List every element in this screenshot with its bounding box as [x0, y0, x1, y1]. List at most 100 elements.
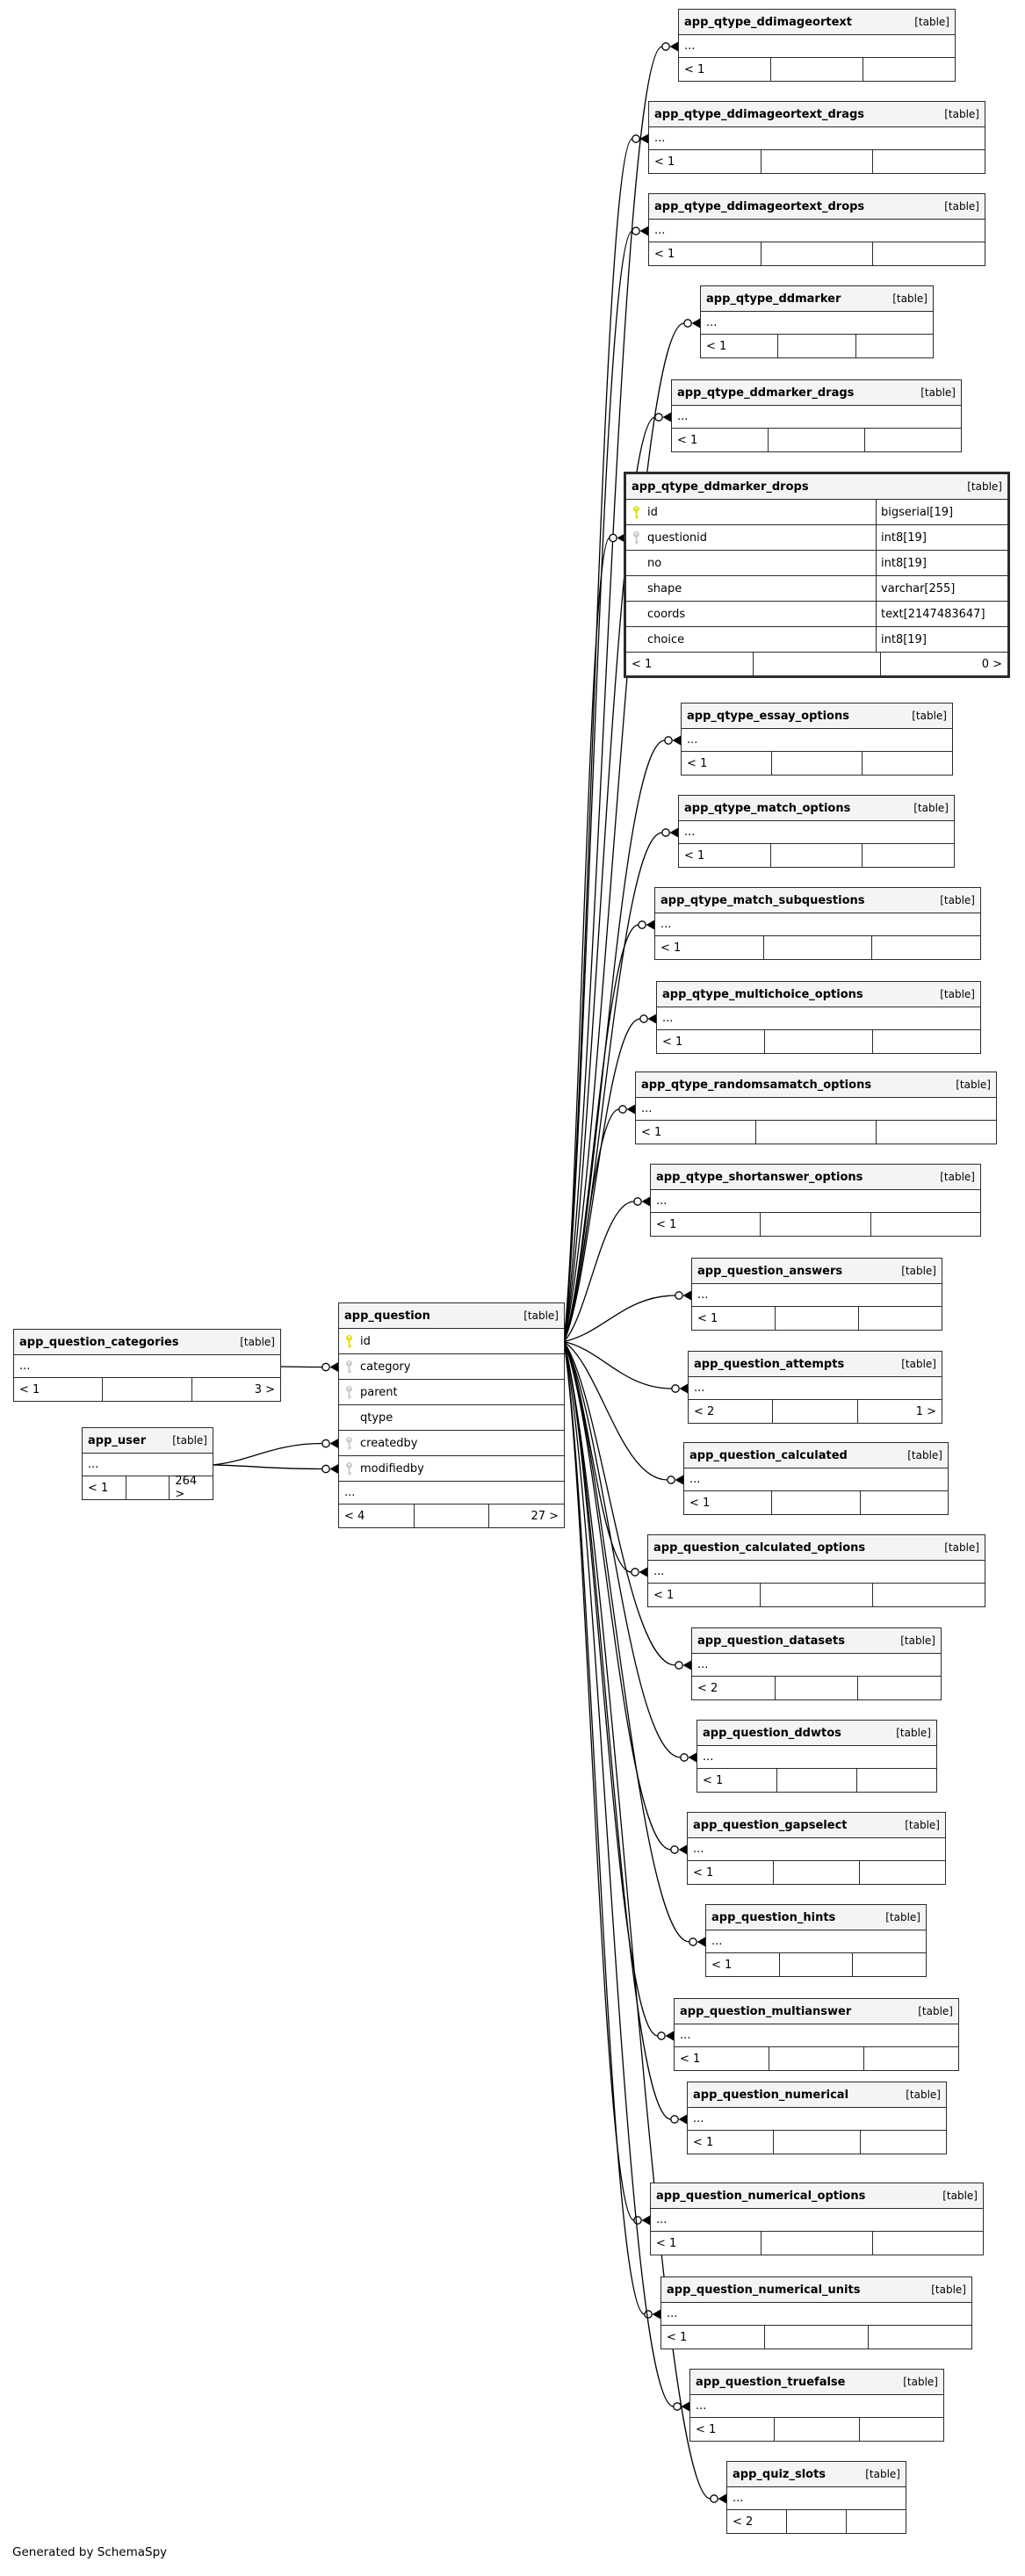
table-app_question_calculated_options[interactable]: app_question_calculated_options[table] .…: [647, 1534, 985, 1607]
table-name[interactable]: app_qtype_ddmarker_drops: [632, 480, 809, 494]
footer-middle-cell: [773, 2131, 859, 2154]
table-name[interactable]: app_user: [88, 1433, 147, 1447]
table-app_qtype_ddimageortext[interactable]: app_qtype_ddimageortext[table] ... < 1: [678, 9, 956, 82]
table-tag: [table]: [967, 480, 1002, 493]
table-name[interactable]: app_qtype_ddimageortext: [684, 15, 852, 29]
footer-parents-count: < 1: [687, 756, 708, 770]
table-app_qtype_match_subquestions[interactable]: app_qtype_match_subquestions[table] ... …: [654, 887, 981, 960]
table-app_question_calculated[interactable]: app_question_calculated[table] ... < 1: [683, 1442, 949, 1515]
table-app_question_datasets[interactable]: app_question_datasets[table] ... < 2: [691, 1627, 942, 1700]
table-name[interactable]: app_question_hints: [711, 1910, 836, 1924]
table-name[interactable]: app_qtype_ddmarker_drags: [677, 386, 855, 400]
footer-children-count: 1 >: [856, 1400, 942, 1423]
table-app_question_multianswer[interactable]: app_question_multianswer [table] ... < 1: [674, 1998, 959, 2071]
footer-parents-count: < 1: [680, 2052, 701, 2066]
table-name[interactable]: app_question_calculated: [689, 1448, 848, 1462]
table-app_question_answers[interactable]: app_question_answers[table] ... < 1: [691, 1258, 942, 1331]
table-name[interactable]: app_qtype_ddimageortext_drags: [654, 107, 865, 121]
table-name[interactable]: app_qtype_essay_options: [687, 709, 849, 723]
table-header: app_qtype_ddimageortext [table]: [679, 10, 955, 35]
column-row-createdby: createdby: [339, 1431, 564, 1456]
table-name[interactable]: app_question_numerical_options: [656, 2189, 866, 2203]
table-app_qtype_essay_options[interactable]: app_qtype_essay_options[table] ... < 1: [681, 703, 953, 776]
table-tag: [table]: [918, 2005, 953, 2017]
table-app_question[interactable]: app_question[table] id category parent q…: [338, 1302, 565, 1528]
table-tag: [table]: [912, 710, 947, 722]
table-app_qtype_randomsamatch_options[interactable]: app_qtype_randomsamatch_options[table] .…: [635, 1072, 997, 1144]
table-app_question_gapselect[interactable]: app_question_gapselect[table] ... < 1: [687, 1812, 946, 1885]
table-ellipsis-row: ...: [339, 1482, 564, 1504]
column-name: coords: [647, 607, 686, 621]
table-name[interactable]: app_question_attempts: [694, 1357, 845, 1371]
footer-children-count: [859, 2131, 946, 2154]
table-name[interactable]: app_qtype_ddmarker: [706, 292, 841, 306]
table-tag: [table]: [914, 16, 949, 28]
table-app_question_truefalse[interactable]: app_question_truefalse[table] ... < 1: [689, 2369, 944, 2442]
column-name: id: [647, 505, 658, 519]
table-tag: [table]: [906, 2089, 941, 2101]
table-app_question_hints[interactable]: app_question_hints[table] ... < 1: [705, 1904, 927, 1977]
table-name[interactable]: app_qtype_shortanswer_options: [656, 1170, 863, 1184]
footer-parents-count: < 1: [711, 1958, 733, 1972]
table-name[interactable]: app_qtype_randomsamatch_options: [641, 1078, 872, 1092]
table-name[interactable]: app_question_answers: [697, 1264, 843, 1278]
table-app_qtype_ddmarker_drags[interactable]: app_qtype_ddmarker_drags[table] ... < 1: [671, 379, 962, 452]
table-name[interactable]: app_question_multianswer: [680, 2004, 852, 2018]
table-app_question_ddwtos[interactable]: app_question_ddwtos[table] ... < 1: [697, 1720, 937, 1793]
table-name[interactable]: app_question_truefalse: [696, 2375, 846, 2389]
table-name[interactable]: app_question_categories: [19, 1335, 179, 1349]
table-tag: [table]: [942, 2190, 978, 2202]
table-app_qtype_ddimageortext_drops[interactable]: app_qtype_ddimageortext_drops[table] ...…: [648, 193, 985, 266]
table-app_qtype_ddimageortext_drags[interactable]: app_qtype_ddimageortext_drags[table] ...…: [648, 101, 985, 174]
table-header: app_qtype_ddmarker [table]: [701, 286, 933, 312]
table-app_question_numerical_options[interactable]: app_question_numerical_options[table] ..…: [650, 2183, 984, 2255]
table-header: app_qtype_match_subquestions[table]: [655, 888, 980, 913]
table-tag: [table]: [892, 292, 928, 305]
table-footer: < 1: [679, 58, 955, 81]
footer-parents-count: < 1: [19, 1382, 40, 1396]
table-app_quiz_slots[interactable]: app_quiz_slots[table] ... < 2: [726, 2461, 906, 2534]
footer-middle-cell: [770, 58, 863, 81]
table-name[interactable]: app_question_ddwtos: [703, 1726, 841, 1740]
table-name[interactable]: app_qtype_multichoice_options: [662, 987, 863, 1001]
table-name[interactable]: app_question_gapselect: [693, 1818, 848, 1832]
table-name[interactable]: app_question_calculated_options: [653, 1541, 866, 1555]
table-name[interactable]: app_question_numerical: [693, 2088, 849, 2102]
table-ellipsis-row: ...: [672, 406, 961, 429]
table-ellipsis-row: ...: [649, 220, 985, 242]
column-name: modifiedby: [360, 1461, 424, 1476]
table-app_qtype_ddmarker[interactable]: app_qtype_ddmarker[table] ... < 1: [700, 285, 934, 358]
table-app_qtype_match_options[interactable]: app_qtype_match_options[table] ... < 1: [678, 795, 955, 868]
table-tag: [table]: [901, 1265, 936, 1277]
column-name: questionid: [647, 530, 708, 545]
table-name[interactable]: app_qtype_ddimageortext_drops: [654, 199, 865, 213]
table-app_question_numerical_units[interactable]: app_question_numerical_units[table] ... …: [660, 2277, 972, 2349]
table-name[interactable]: app_question_datasets: [697, 1634, 845, 1648]
table-ellipsis-row: ...: [675, 2024, 958, 2047]
table-app_qtype_shortanswer_options[interactable]: app_qtype_shortanswer_options[table] ...…: [650, 1164, 981, 1237]
footer-middle-cell: [769, 844, 863, 867]
footer-children-count: 27 >: [488, 1504, 564, 1527]
table-app_qtype_ddmarker_drops[interactable]: app_qtype_ddmarker_drops[table] id bigse…: [624, 472, 1010, 678]
table-name[interactable]: app_quiz_slots: [733, 2467, 826, 2481]
table-footer: < 1: [697, 1769, 936, 1792]
table-name[interactable]: app_qtype_match_options: [684, 801, 851, 815]
table-app_question_numerical[interactable]: app_question_numerical[table] ... < 1: [687, 2082, 947, 2154]
table-app_qtype_multichoice_options[interactable]: app_qtype_multichoice_options[table] ...…: [656, 981, 981, 1054]
table-name[interactable]: app_question: [344, 1309, 430, 1323]
footer-children-count: [852, 1953, 926, 1976]
table-tag: [table]: [940, 988, 975, 1000]
table-header: app_qtype_multichoice_options [table]: [657, 982, 980, 1007]
table-ellipsis-row: ...: [679, 821, 954, 844]
table-name[interactable]: app_question_numerical_units: [667, 2283, 861, 2297]
table-tag: [table]: [885, 1911, 920, 1923]
table-name[interactable]: app_qtype_match_subquestions: [660, 893, 865, 907]
footer-parents-count: < 1: [653, 1588, 675, 1602]
table-header: app_qtype_ddmarker_drops [table]: [626, 474, 1007, 500]
footer-middle-cell: [771, 1491, 859, 1514]
table-ellipsis-row: ...: [655, 913, 980, 936]
